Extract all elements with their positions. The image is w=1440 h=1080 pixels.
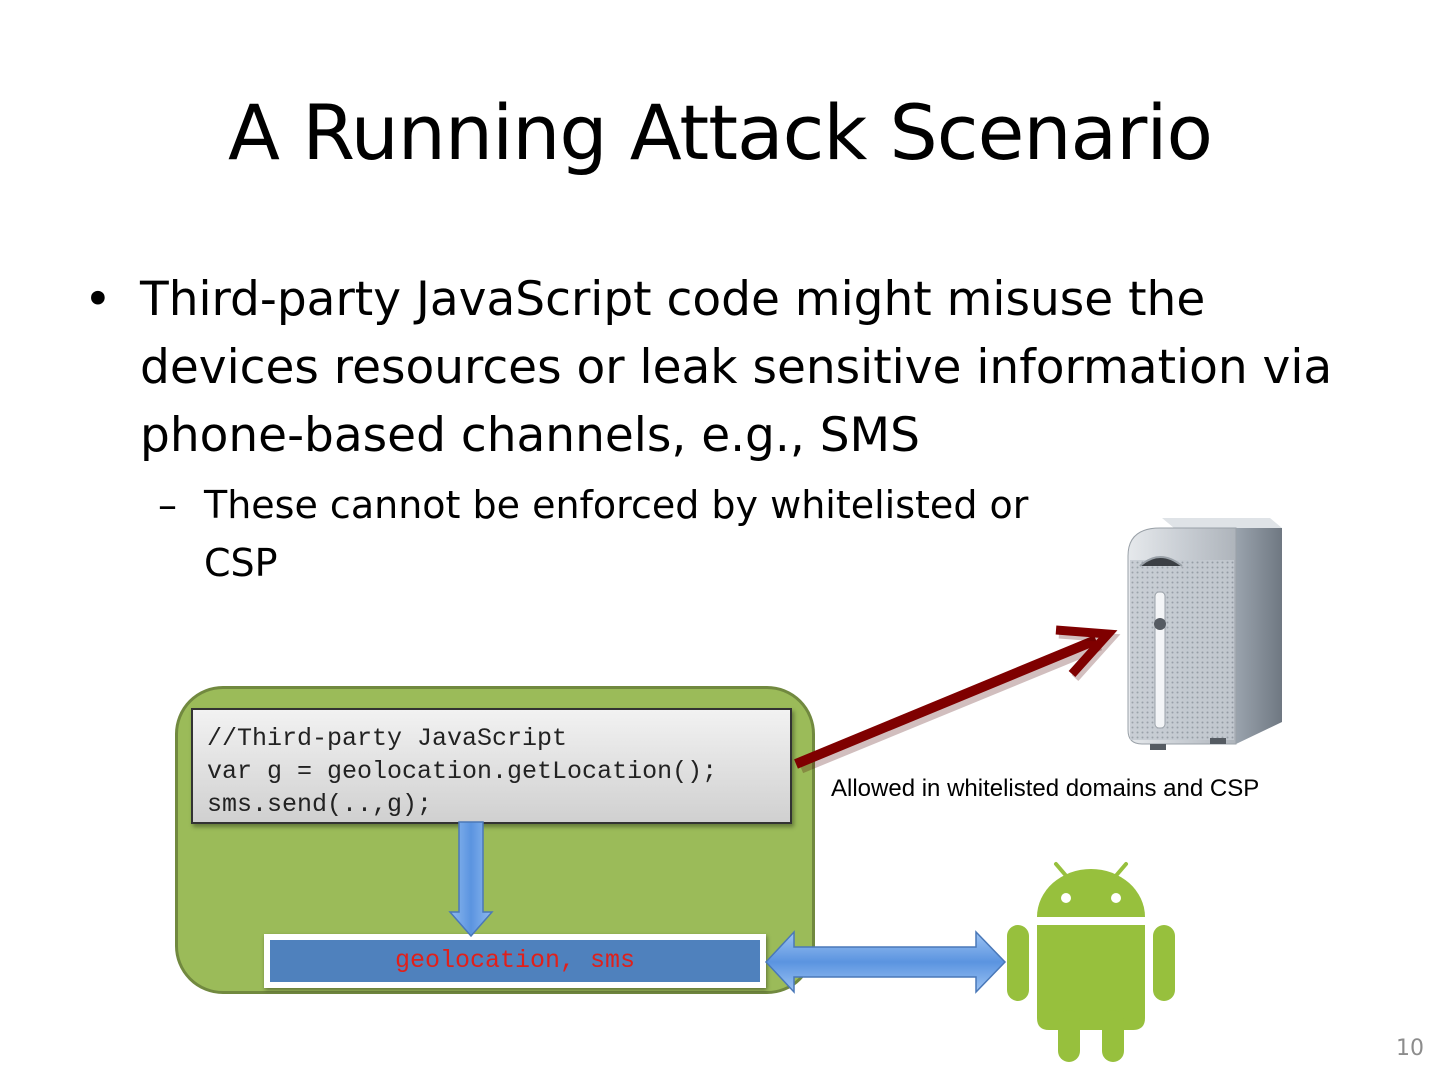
down-arrow	[448, 821, 494, 938]
main-bullet: Third-party JavaScript code might misuse…	[140, 272, 1333, 463]
bullet-marker: •	[84, 272, 112, 327]
page-number: 10	[1396, 1036, 1424, 1061]
sub-bullet-marker: –	[158, 483, 177, 527]
server-icon	[1127, 518, 1282, 750]
whitelist-note: Allowed in whitelisted domains and CSP	[831, 775, 1260, 802]
code-line: sms.send(..,g);	[207, 790, 433, 819]
code-line: //Third-party JavaScript	[207, 724, 568, 753]
code-snippet: //Third-party JavaScript var g = geolocat…	[191, 708, 792, 824]
code-line: var g = geolocation.getLocation();	[207, 757, 718, 786]
sub-bullet: These cannot be enforced by whitelisted …	[204, 483, 1029, 585]
bidirectional-arrow	[764, 930, 1007, 994]
leak-arrow	[794, 625, 1121, 774]
android-icon	[1007, 862, 1175, 1062]
api-bar: geolocation, sms	[264, 934, 766, 988]
slide-title: A Running Attack Scenario	[228, 88, 1213, 177]
